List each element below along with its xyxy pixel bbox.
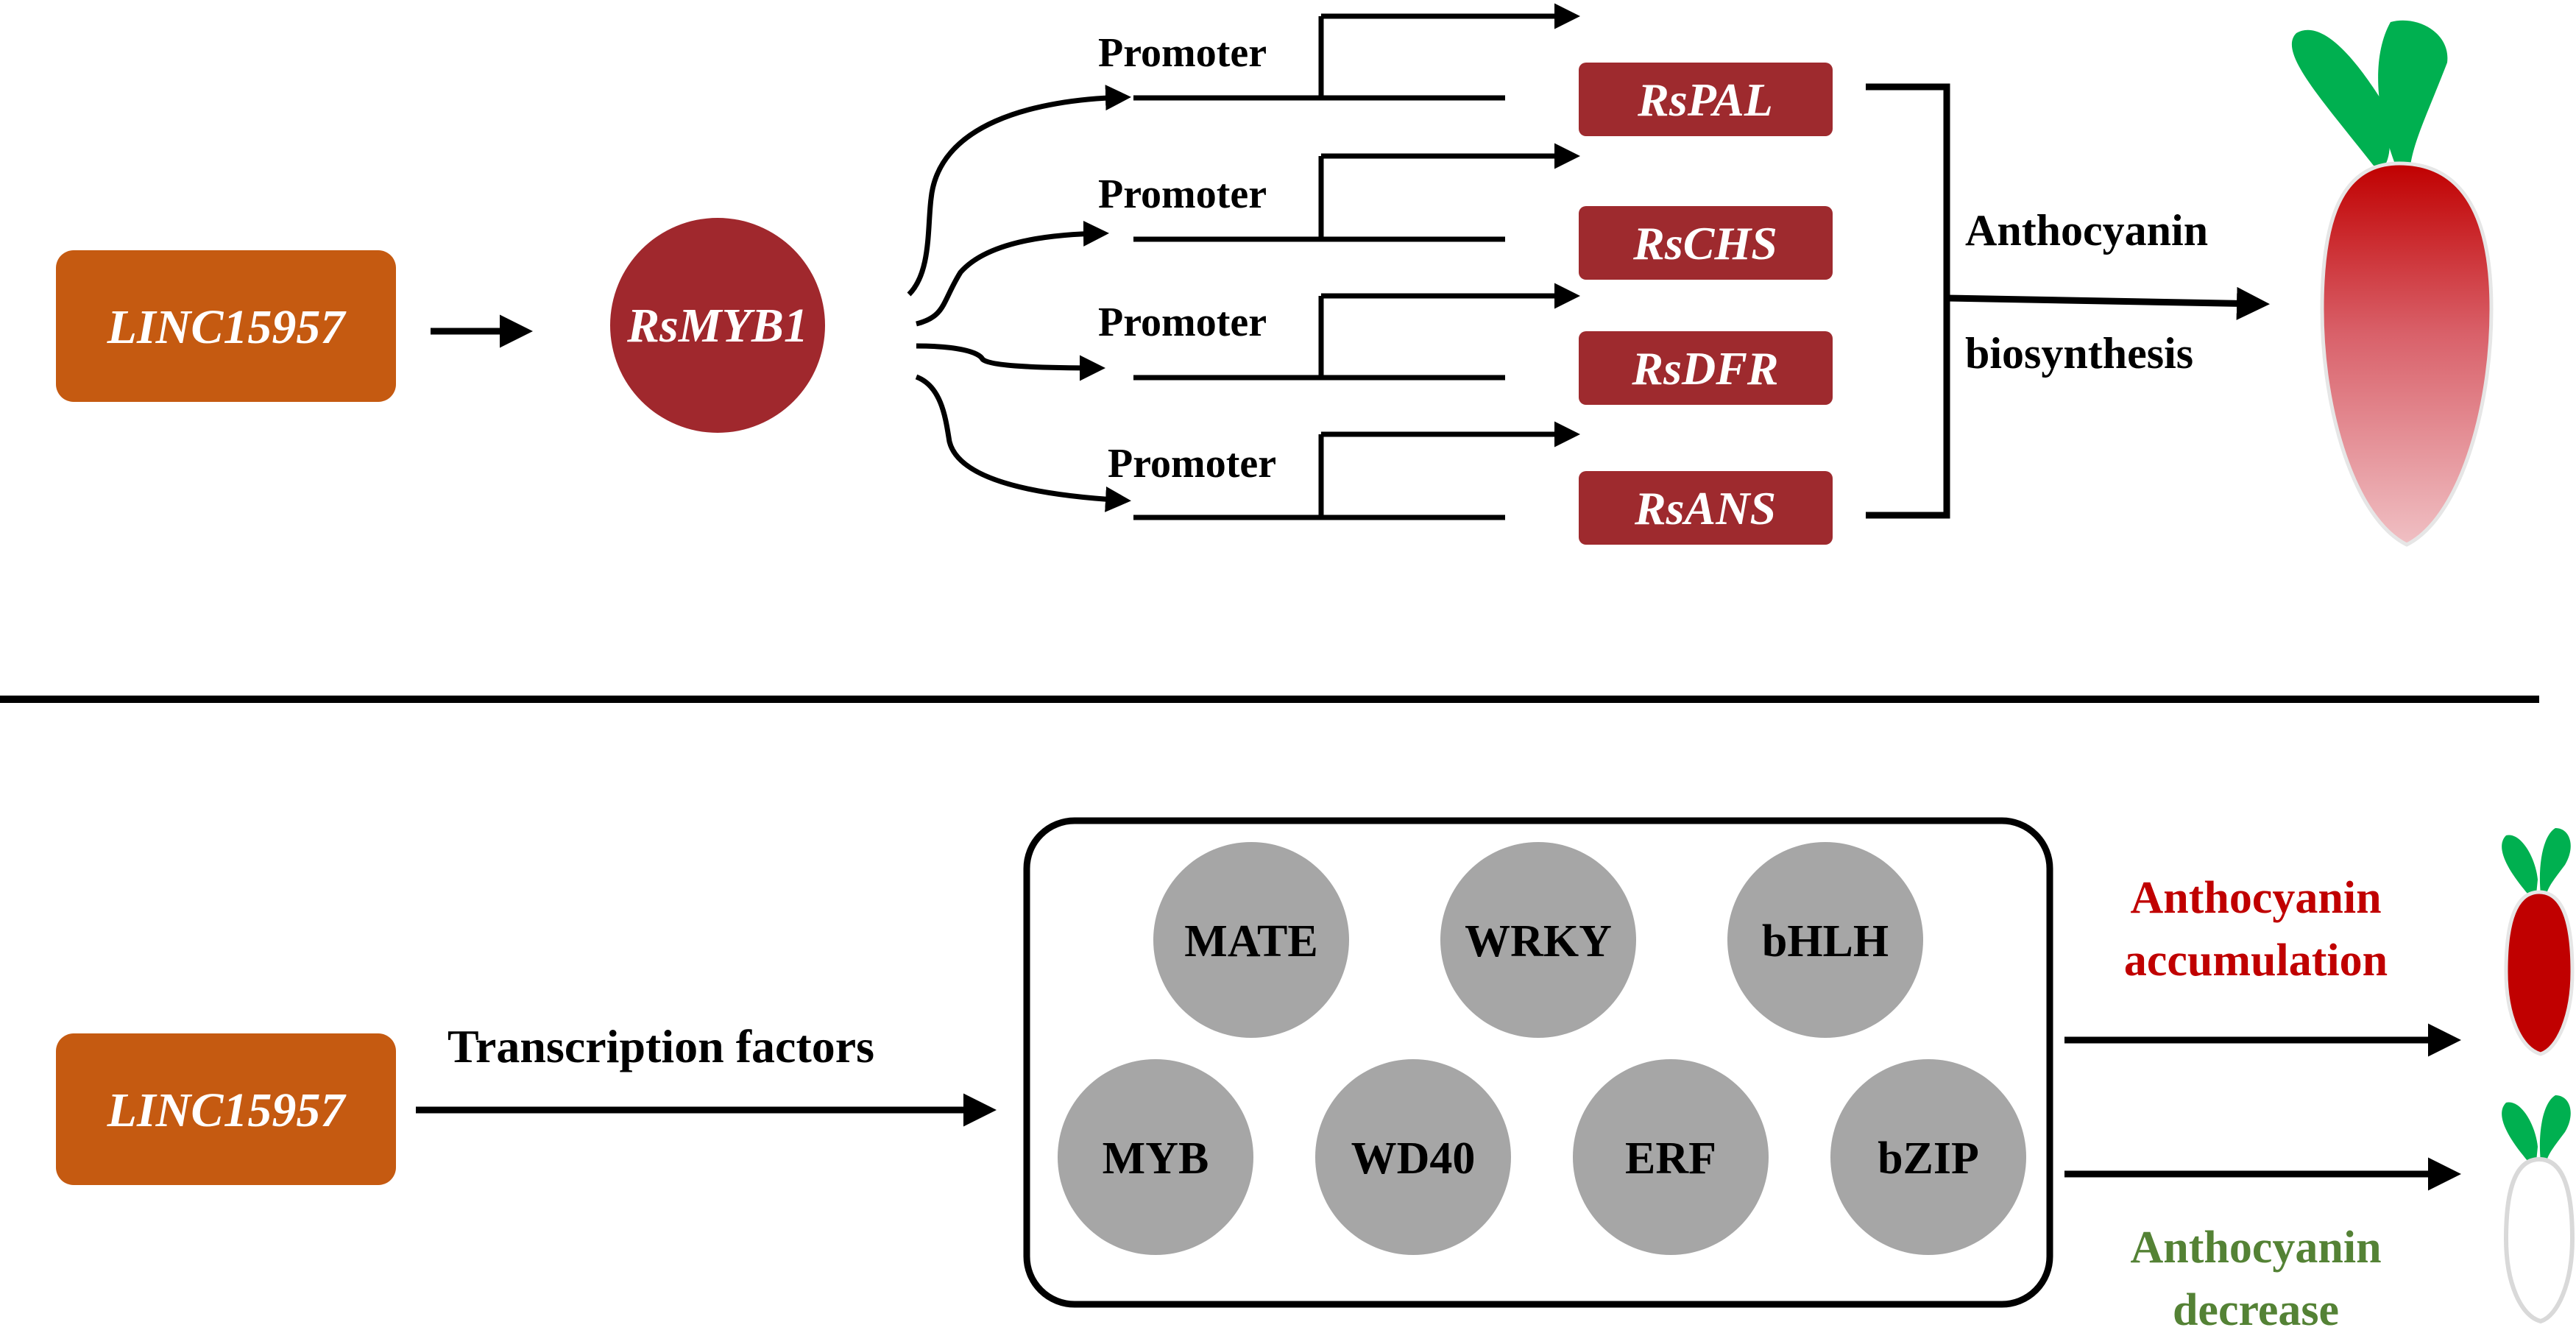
- tf-family-wrky: WRKY: [1440, 842, 1636, 1038]
- accumulation-label-line2: accumulation: [2124, 936, 2388, 986]
- promoter-label-2: Promoter: [1098, 172, 1267, 217]
- branch-curve-1: [907, 85, 1131, 297]
- tf-family-label-mate: MATE: [1184, 916, 1317, 966]
- gene-box-rsans: RsANS: [1579, 471, 1833, 545]
- gene-label-rspal: RsPAL: [1637, 74, 1773, 126]
- tf-family-myb: MYB: [1058, 1059, 1253, 1255]
- tf-family-label-erf: ERF: [1625, 1134, 1716, 1184]
- tf-family-label-bhlh: bHLH: [1762, 916, 1889, 966]
- arrow-to-anthocyanin: [1946, 286, 2270, 320]
- gene-box-rspal: RsPAL: [1579, 63, 1833, 136]
- tf-family-label-wrky: WRKY: [1465, 916, 1612, 966]
- accumulation-label-line1: Anthocyanin: [2130, 873, 2381, 923]
- rsmyb1-node: RsMYB1: [610, 218, 825, 433]
- radish-icon-gradient: [2291, 20, 2494, 547]
- tf-family-bhlh: bHLH: [1727, 842, 1923, 1038]
- tf-family-wd40: WD40: [1315, 1059, 1511, 1255]
- promoter-construct-3: Promoter: [1098, 283, 1580, 381]
- outcome-label-line2: biosynthesis: [1965, 329, 2193, 378]
- branch-curve-2: [916, 220, 1109, 327]
- tf-family-mate: MATE: [1153, 842, 1349, 1038]
- outcome-label-line1: Anthocyanin: [1965, 206, 2208, 255]
- decrease-label-line1: Anthocyanin: [2130, 1223, 2381, 1273]
- tf-family-label-bzip: bZIP: [1878, 1134, 1979, 1184]
- gene-merge-bracket: [1866, 83, 1950, 519]
- radish-icon-white: [2502, 1095, 2575, 1324]
- tf-family-bzip: bZIP: [1830, 1059, 2026, 1255]
- gene-label-rsdfr: RsDFR: [1631, 342, 1778, 395]
- decrease-label-line2: decrease: [2173, 1285, 2339, 1333]
- promoter-branches: [907, 85, 1131, 512]
- branch-curve-4: [915, 374, 1131, 512]
- promoter-label-4: Promoter: [1108, 441, 1276, 487]
- gene-label-rschs: RsCHS: [1632, 217, 1777, 269]
- rsmyb1-label: RsMYB1: [626, 299, 808, 353]
- radish-icon-red: [2502, 828, 2575, 1056]
- tf-family-label-wd40: WD40: [1351, 1134, 1476, 1184]
- lnc-label-bottom: LINC15957: [107, 1083, 347, 1137]
- tf-family-label-myb: MYB: [1103, 1134, 1209, 1184]
- transcription-factors-label: Transcription factors: [447, 1020, 874, 1072]
- gene-box-rschs: RsCHS: [1579, 206, 1833, 280]
- lnc-node-top: LINC15957: [56, 250, 396, 402]
- promoter-construct-4: Promoter: [1108, 421, 1580, 520]
- lnc-label-top: LINC15957: [107, 300, 347, 354]
- promoter-construct-2: Promoter: [1098, 143, 1580, 242]
- promoter-label-3: Promoter: [1098, 300, 1267, 345]
- gene-label-rsans: RsANS: [1634, 482, 1776, 534]
- top-panel: LINC15957 RsMYB1 Promoter Promoter: [56, 3, 2494, 547]
- bottom-panel: LINC15957 Transcription factors MATE WRK…: [56, 817, 2575, 1333]
- branch-curve-3: [916, 343, 1105, 381]
- promoter-label-1: Promoter: [1098, 30, 1267, 76]
- gene-box-rsdfr: RsDFR: [1579, 331, 1833, 405]
- lnc-node-bottom: LINC15957: [56, 1033, 396, 1185]
- tf-family-erf: ERF: [1573, 1059, 1769, 1255]
- promoter-construct-1: Promoter: [1098, 3, 1580, 101]
